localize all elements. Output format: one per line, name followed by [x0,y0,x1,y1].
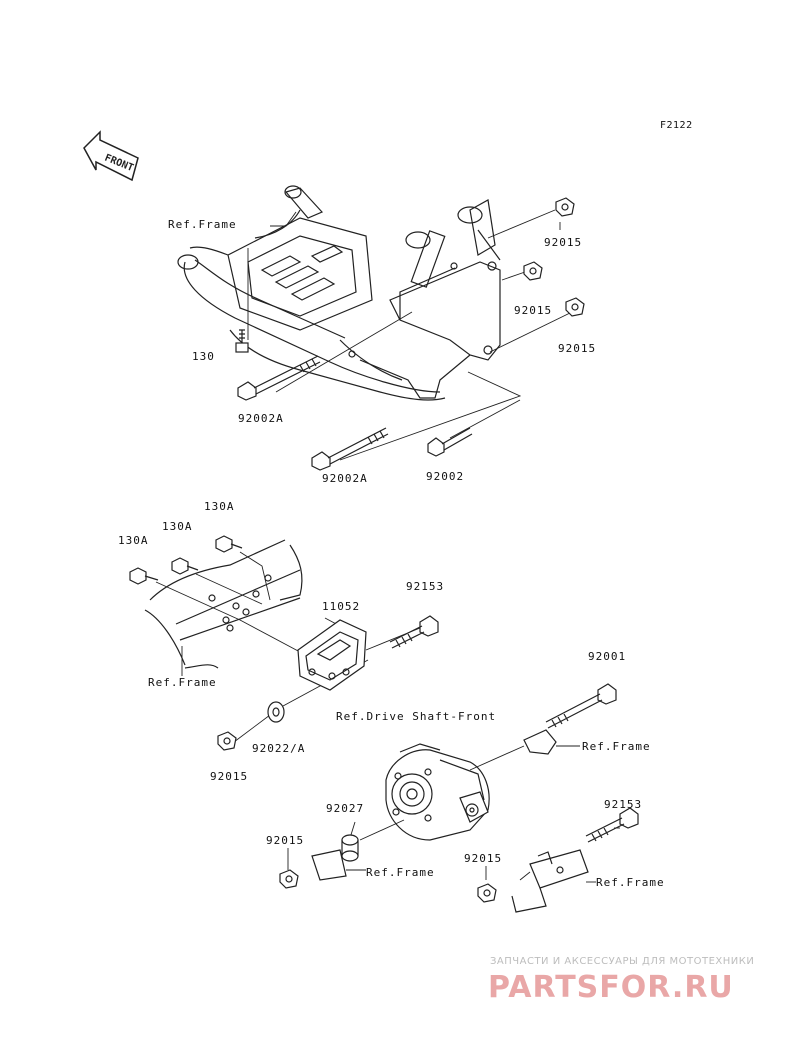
watermark-tagline: ЗАПЧАСТИ И АКСЕССУАРЫ ДЛЯ МОТОТЕХНИКИ [490,956,755,967]
bolt-130a-2 [171,557,199,575]
bracket-lower-left [311,849,347,881]
label-92022a: 92022/A [252,742,306,755]
collar-92027 [341,834,359,862]
nut-92015-a [555,197,575,217]
gear-case [385,743,490,841]
label-ref-frame-mid: Ref.Frame [148,676,217,689]
label-ref-frame-low: Ref.Frame [366,866,435,879]
label-92015-b: 92015 [514,304,553,317]
label-92015-f: 92015 [464,852,503,865]
washer-92022a [267,701,285,723]
diagram-id: F2122 [660,120,693,131]
label-92002a-2: 92002A [322,472,368,485]
bolt-92153-top [389,615,439,649]
bolt-92153-right [585,807,639,843]
label-130a-1: 130A [118,534,149,547]
bracket-upper-right [523,729,557,755]
nut-92015-f [477,883,497,903]
nut-92015-d [217,731,237,751]
label-92153-right: 92153 [604,798,643,811]
label-92015-c: 92015 [558,342,597,355]
bolt-92002a-lower [311,427,389,471]
label-92153-top: 92153 [406,580,445,593]
bolt-130a-3 [215,535,243,553]
bolt-92002a-upper [237,355,321,401]
leader-lines-top [247,209,573,461]
label-130a-2: 130A [162,520,193,533]
label-92002a-1: 92002A [238,412,284,425]
label-92001: 92001 [588,650,627,663]
label-11052: 11052 [322,600,361,613]
bolt-92002 [427,427,473,457]
label-92015-d: 92015 [210,770,249,783]
bolt-130 [235,329,249,353]
label-130: 130 [192,350,215,363]
bolt-130a-1 [129,567,159,585]
label-ref-frame-top: Ref.Frame [168,218,237,231]
front-arrow-icon: FRONT [83,130,139,182]
label-ref-frame-right1: Ref.Frame [582,740,651,753]
nut-92015-c [565,297,585,317]
label-92002: 92002 [426,470,465,483]
watermark-brand: PARTSFOR.RU [488,970,734,1005]
frame-section-middle [144,539,303,669]
frame-assembly [177,185,501,401]
label-92015-a: 92015 [544,236,583,249]
nut-92015-b [523,261,543,281]
label-92027: 92027 [326,802,365,815]
bracket-lower-right [511,849,589,913]
label-ref-frame-right2: Ref.Frame [596,876,665,889]
leader-lines-bottom [287,745,620,883]
nut-92015-e [279,869,299,889]
label-92015-e: 92015 [266,834,305,847]
label-ref-drive-shaft: Ref.Drive Shaft-Front [336,710,497,723]
bracket-11052 [297,619,367,691]
label-130a-3: 130A [204,500,235,513]
bolt-92001 [545,683,617,729]
